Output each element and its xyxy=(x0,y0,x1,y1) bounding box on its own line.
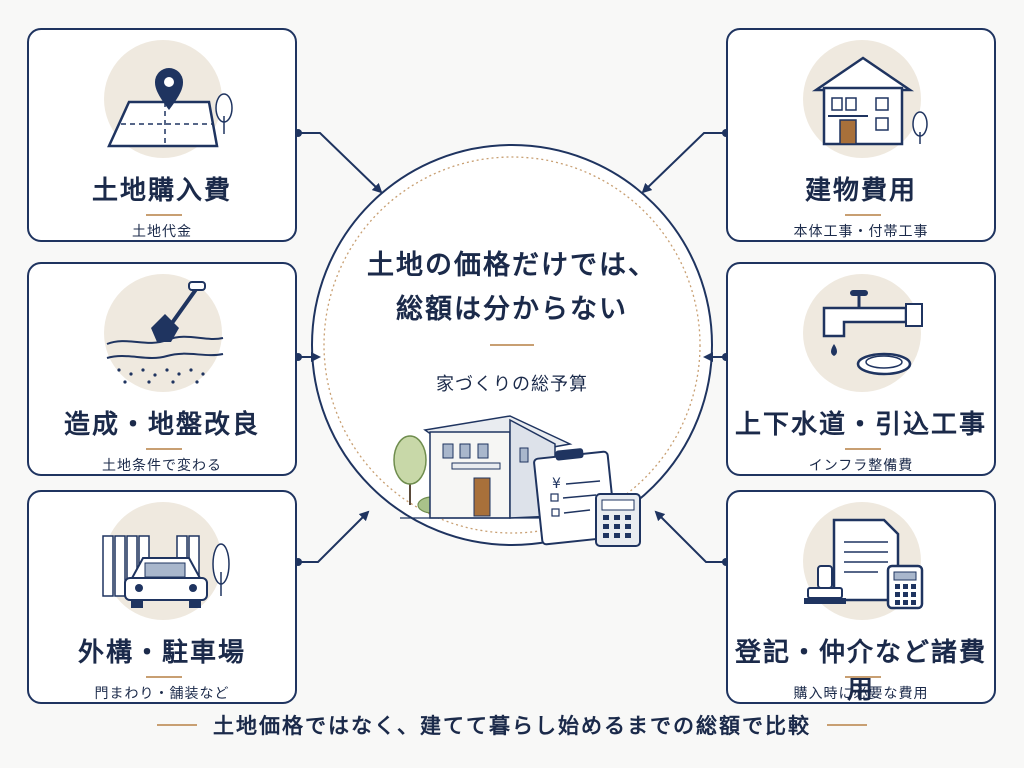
footer-text: 土地価格ではなく、建てて暮らし始めるまでの総額で比較 xyxy=(213,714,811,738)
center-circle-inner-dotted xyxy=(323,156,701,534)
card-subtitle: インフラ整備費 xyxy=(808,458,914,474)
card-subtitle: 本体工事・付帯工事 xyxy=(793,224,929,240)
connector-fees xyxy=(654,510,730,566)
center-headline: 土地の価格だけでは、 総額は分からない xyxy=(312,244,712,332)
card-site-grading: 造成・地盤改良 土地条件で変わる xyxy=(27,262,297,476)
card-subtitle: 土地条件で変わる xyxy=(102,458,222,474)
card-title: 土地購入費 xyxy=(91,176,232,206)
land-plot-pin-icon xyxy=(107,68,233,148)
card-title: 登記・仲介など諸費用 xyxy=(734,638,987,705)
card-title: 造成・地盤改良 xyxy=(63,410,260,440)
card-subtitle: 土地代金 xyxy=(132,224,192,240)
headline-line-1: 土地の価格だけでは、 xyxy=(367,250,657,281)
card-subtitle: 門まわり・舗装など xyxy=(94,686,230,702)
car-fence-icon xyxy=(102,535,230,608)
center-subtitle: 家づくりの総予算 xyxy=(436,374,588,395)
footer-line-left xyxy=(157,724,197,726)
house-icon xyxy=(811,56,928,146)
card-title: 外構・駐車場 xyxy=(77,638,246,668)
house-with-budget-clipboard-icon: ¥ xyxy=(393,415,641,547)
card-building-cost: 建物費用 本体工事・付帯工事 xyxy=(726,28,996,242)
connector-exterior xyxy=(294,510,370,566)
card-subtitle: 購入時に必要な費用 xyxy=(793,686,929,702)
footer-line-right xyxy=(827,724,867,726)
water-faucet-icon xyxy=(822,290,923,376)
card-water-utilities: 上下水道・引込工事 インフラ整備費 xyxy=(726,262,996,476)
connector-land xyxy=(294,129,383,194)
headline-line-2: 総額は分からない xyxy=(396,294,628,325)
document-stamp-calculator-icon xyxy=(804,518,924,610)
footer: 土地価格ではなく、建てて暮らし始めるまでの総額で比較 xyxy=(0,710,1024,740)
shovel-soil-icon xyxy=(106,281,224,384)
card-title: 上下水道・引込工事 xyxy=(734,410,987,440)
card-registration-fees: 登記・仲介など諸費用 購入時に必要な費用 xyxy=(726,490,996,705)
card-exterior-parking: 外構・駐車場 門まわり・舗装など xyxy=(27,490,297,704)
card-title: 建物費用 xyxy=(804,176,917,206)
svg-text:¥: ¥ xyxy=(552,476,561,492)
connector-building xyxy=(641,129,730,194)
card-land-purchase: 土地購入費 土地代金 xyxy=(27,28,297,242)
